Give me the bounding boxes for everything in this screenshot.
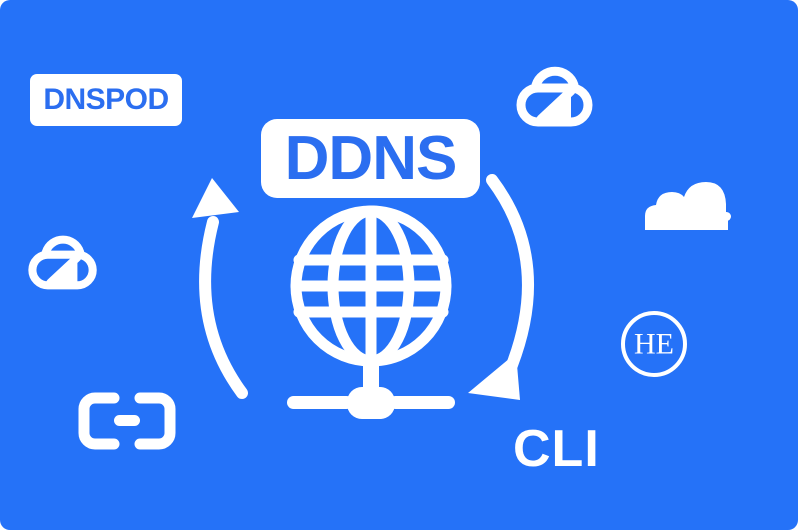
globe-network-icon xyxy=(283,200,459,420)
dnspod-logo-text: DNSPOD xyxy=(43,83,169,116)
hurricane-electric-icon: HE xyxy=(618,308,690,380)
aliyun-icon xyxy=(78,390,176,452)
tencent-cloud-icon xyxy=(505,55,605,135)
cloudflare-icon xyxy=(627,168,742,240)
dnspod-logo-badge: DNSPOD xyxy=(30,74,182,126)
cli-label: CLI xyxy=(513,420,600,478)
ddns-title-text: DDNS xyxy=(284,123,458,193)
tencent-cloud-icon xyxy=(18,225,108,297)
curved-arrow-up-icon xyxy=(190,160,305,410)
ddns-title-box: DDNS xyxy=(261,119,480,198)
svg-text:HE: HE xyxy=(634,328,674,361)
curved-arrow-down-icon xyxy=(460,165,575,415)
